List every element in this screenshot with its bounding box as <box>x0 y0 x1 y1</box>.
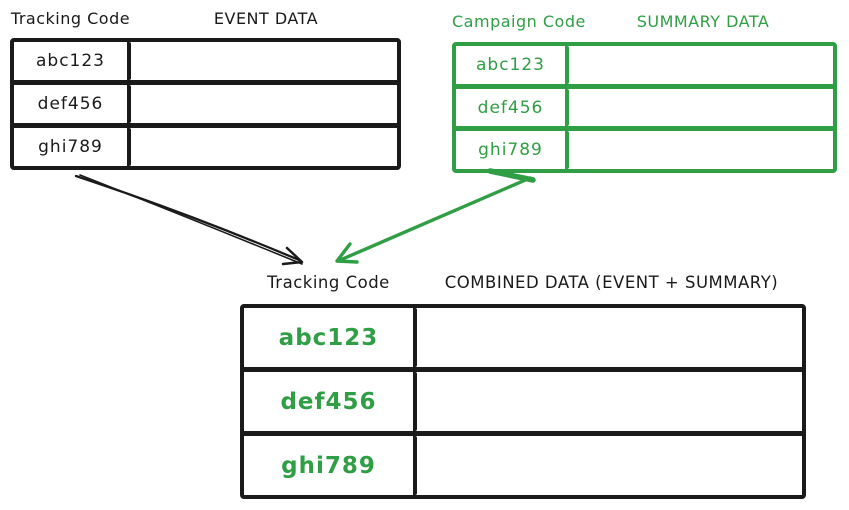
event-data-cell <box>131 128 397 166</box>
summary-key-header: Campaign Code <box>452 12 586 31</box>
summary-table: abc123 def456 ghi789 <box>452 42 837 173</box>
combined-value-header: COMBINED DATA (EVENT + SUMMARY) <box>444 273 779 292</box>
event-table: abc123 def456 ghi789 <box>10 38 401 170</box>
summary-data-cell <box>569 46 833 84</box>
combined-table: abc123 def456 ghi789 <box>240 304 806 499</box>
event-key-header: Tracking Code <box>10 9 131 28</box>
campaign-code-cell: abc123 <box>456 46 569 84</box>
tracking-code-cell: ghi789 <box>14 128 131 166</box>
summary-to-combined-arrow <box>335 168 536 264</box>
combined-data-cell <box>417 436 802 495</box>
campaign-code-cell: ghi789 <box>456 131 569 170</box>
table-row: ghi789 <box>14 128 397 166</box>
event-table-header: Tracking Code EVENT DATA <box>10 9 401 28</box>
combined-table-header: Tracking Code COMBINED DATA (EVENT + SUM… <box>240 273 806 292</box>
tracking-code-cell: def456 <box>14 85 131 123</box>
table-row: def456 <box>14 85 397 128</box>
summary-value-header: SUMMARY DATA <box>636 12 770 31</box>
tracking-code-cell: def456 <box>244 372 417 431</box>
table-row: abc123 <box>456 46 833 89</box>
table-row: def456 <box>456 88 833 132</box>
summary-data-cell <box>569 131 833 169</box>
table-row: def456 <box>244 372 802 436</box>
summary-table-header: Campaign Code SUMMARY DATA <box>452 12 837 31</box>
table-row: abc123 <box>14 42 397 85</box>
event-value-header: EVENT DATA <box>213 9 319 28</box>
campaign-code-cell: def456 <box>456 88 569 127</box>
table-row: abc123 <box>244 308 802 372</box>
event-to-combined-arrow <box>74 174 304 266</box>
combined-data-cell <box>417 372 802 431</box>
table-row: ghi789 <box>244 436 802 495</box>
tracking-code-cell: abc123 <box>14 42 131 80</box>
combined-data-cell <box>417 308 802 367</box>
event-data-cell <box>131 42 397 80</box>
event-data-cell <box>131 85 397 123</box>
tracking-code-cell: abc123 <box>244 308 417 367</box>
table-row: ghi789 <box>456 131 833 170</box>
tracking-code-cell: ghi789 <box>244 436 417 495</box>
summary-data-cell <box>569 89 833 127</box>
combined-key-header: Tracking Code <box>267 273 390 292</box>
